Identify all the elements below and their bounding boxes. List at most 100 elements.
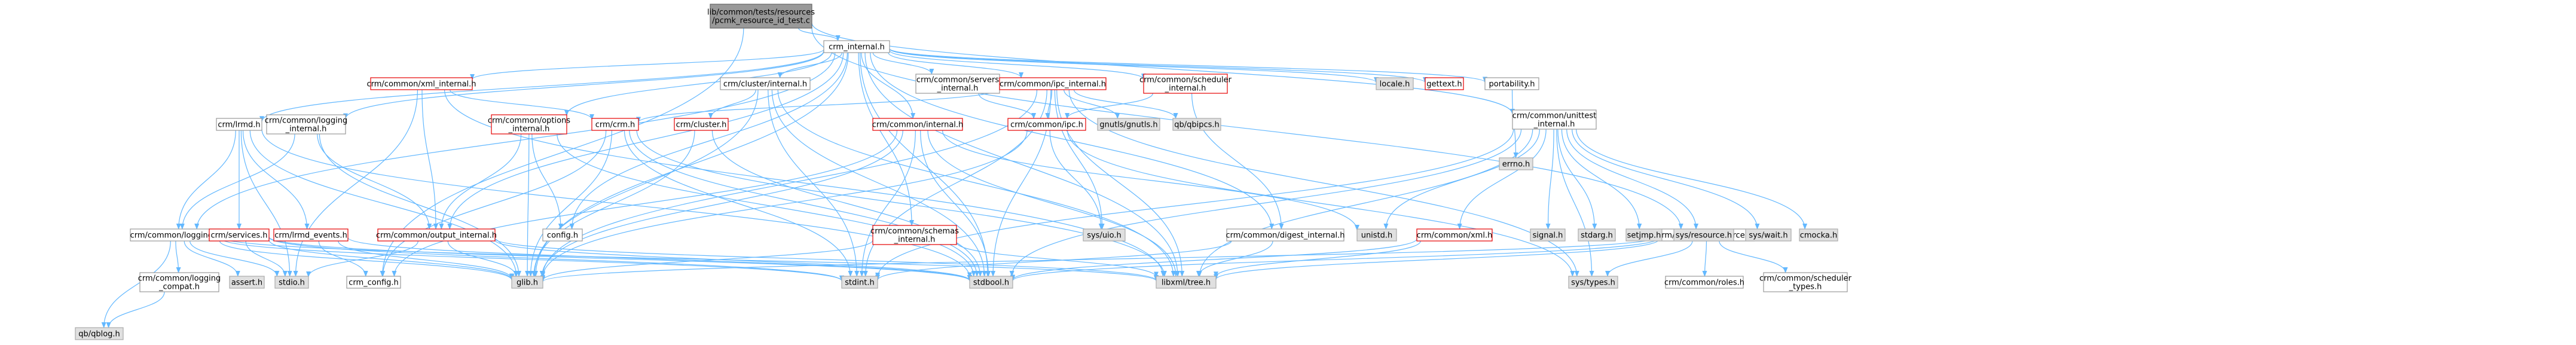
- node-libxml: libxml/tree.h: [1156, 276, 1217, 289]
- edge-crm_internal-to-logging_internal: [343, 51, 824, 120]
- node-label: crm/lrmd_events.h: [274, 231, 347, 240]
- node-ipc-h[interactable]: crm/common/ipc.h: [1007, 118, 1086, 131]
- node-scheduler-types[interactable]: crm/common/scheduler_types.h: [1759, 272, 1852, 292]
- edge-ipc_internal-to-sys_uio: [1054, 89, 1105, 230]
- node-label: crm/common/servers: [916, 76, 999, 85]
- edge-ipc_h-to-sys_uio: [1049, 130, 1104, 230]
- edge-output_internal-to-stdbool: [494, 239, 972, 281]
- node-label: crm/common/options: [488, 117, 570, 126]
- node-setjmp: setjmp.h: [1625, 228, 1663, 242]
- node-config-h[interactable]: config.h: [542, 228, 583, 242]
- node-logging-compat[interactable]: crm/common/logging_compat.h: [138, 272, 221, 292]
- edge-lrmd-to-stdbool: [261, 129, 972, 279]
- node-options-internal[interactable]: crm/common/options_internal.h: [488, 114, 570, 135]
- edge-crm_internal-to-portability: [889, 48, 1487, 83]
- edge-logging_internal-to-logging_h: [179, 133, 295, 230]
- node-glib: glib.h: [511, 276, 543, 289]
- node-scheduler-internal[interactable]: crm/common/scheduler_internal.h: [1139, 74, 1232, 94]
- node-lrmd[interactable]: crm/lrmd.h: [216, 118, 262, 131]
- edge-crm_internal-to-common_internal: [861, 52, 916, 119]
- node-unistd: unistd.h: [1356, 228, 1397, 242]
- node-label: stdarg.h: [1581, 231, 1613, 240]
- node-label: crm/common/scheduler: [1139, 76, 1232, 85]
- edge-ipc_internal-to-gnutls: [1064, 89, 1120, 119]
- node-cmocka: cmocka.h: [1799, 228, 1838, 242]
- node-schemas-internal[interactable]: crm/common/schemas_internal.h: [870, 225, 959, 245]
- edge-ipc_internal-to-sys_types: [1068, 89, 1579, 277]
- edge-xml_internal-to-crm_h: [450, 89, 594, 120]
- node-locale: locale.h: [1376, 77, 1414, 90]
- node-label: locale.h: [1380, 80, 1410, 89]
- edge-resources-to-scheduler_types: [1719, 240, 1788, 273]
- node-label: crm/common/logging: [138, 274, 221, 283]
- node-label: crm/common/ipc.h: [1010, 121, 1083, 130]
- node-label: crm/common/roles.h: [1664, 279, 1744, 288]
- node-lrmd-events[interactable]: crm/lrmd_events.h: [273, 228, 349, 242]
- edge-resources-to-stdbool: [1010, 237, 1660, 282]
- node-servers-internal[interactable]: crm/common/servers_internal.h: [915, 74, 1000, 94]
- edge-cluster_h-to-stdbool: [711, 130, 983, 277]
- edge-xml_h-to-stdbool: [1010, 239, 1417, 281]
- edge-services_h-to-glib: [268, 239, 514, 280]
- node-common-internal[interactable]: crm/common/internal.h: [872, 118, 964, 131]
- edge-crm_internal-to-cluster_internal: [777, 52, 842, 78]
- node-label: crm/services.h: [210, 231, 267, 240]
- node-unittest-internal[interactable]: crm/common/unittest_internal.h: [1512, 109, 1597, 130]
- node-crm-h[interactable]: crm/crm.h: [591, 118, 639, 131]
- edge-cluster_internal-to-libxml: [777, 89, 1176, 277]
- node-label: portability.h: [1489, 80, 1535, 89]
- node-services-h[interactable]: crm/services.h: [209, 228, 270, 242]
- node-label: crm/lrmd.h: [218, 121, 260, 130]
- node-cluster-internal[interactable]: crm/cluster/internal.h: [720, 77, 811, 90]
- edge-crm_h-to-libxml: [636, 130, 1167, 277]
- edge-unittest_internal-to-xml_h: [1457, 129, 1547, 230]
- node-label: sys/uio.h: [1087, 231, 1122, 240]
- node-label: stdint.h: [845, 279, 874, 288]
- edge-logging_compat-to-qblog: [106, 291, 165, 328]
- node-logging-internal[interactable]: crm/common/logging_internal.h: [265, 114, 347, 135]
- edge-ipc_internal-to-qbipcs: [1073, 89, 1178, 119]
- node-label: crm/common/logging: [265, 117, 347, 126]
- edge-unittest_internal-to-libxml: [1197, 129, 1533, 277]
- node-roles[interactable]: crm/common/roles.h: [1664, 276, 1744, 289]
- node-portability[interactable]: portability.h: [1484, 77, 1539, 90]
- edge-crm_h-to-crm_config: [380, 130, 607, 277]
- edge-lrmd-to-logging_h: [176, 130, 236, 230]
- node-digest-internal[interactable]: crm/common/digest_internal.h: [1226, 228, 1345, 242]
- edge-schemas_internal-to-libxml: [956, 242, 1159, 278]
- edge-unittest_internal-to-sys_wait: [1572, 129, 1760, 230]
- edge-common_internal-to-unistd: [942, 130, 1359, 231]
- edge-options_internal-to-stdbool: [557, 133, 976, 277]
- node-xml-h[interactable]: crm/common/xml.h: [1416, 228, 1493, 242]
- edge-output_internal-to-glib: [447, 240, 518, 277]
- node-stdbool: stdbool.h: [969, 276, 1013, 289]
- node-stdarg: stdarg.h: [1578, 228, 1616, 242]
- edge-xml_internal-to-stdio: [293, 89, 418, 277]
- edge-logging_h-to-assert: [184, 240, 240, 277]
- edge-unittest_internal-to-stdbool: [1009, 129, 1522, 277]
- node-output-internal[interactable]: crm/common/output_internal.h: [376, 228, 497, 242]
- edge-unittest_internal-to-sys_resource: [1566, 129, 1699, 230]
- node-label: crm/common/output_internal.h: [376, 231, 497, 240]
- node-ipc-internal[interactable]: crm/common/ipc_internal.h: [999, 77, 1107, 90]
- edge-lrmd_events-to-stdbool: [347, 237, 972, 282]
- node-cluster-h[interactable]: crm/cluster.h: [674, 118, 729, 131]
- edge-crm_internal-to-servers_internal: [872, 52, 934, 75]
- edge-ipc_internal-to-crm_h: [636, 88, 1000, 123]
- node-crm-internal[interactable]: crm_internal.h: [823, 40, 890, 53]
- node-label: crm_internal.h: [829, 43, 885, 52]
- node-label: errno.h: [1502, 160, 1530, 169]
- edge-common_internal-to-crm_config: [392, 130, 898, 277]
- node-label: crm/common/ipc_internal.h: [1000, 80, 1106, 89]
- edge-services_h-to-stdbool: [268, 236, 972, 282]
- node-xml-internal[interactable]: crm/common/xml_internal.h: [366, 77, 476, 90]
- node-crm-config[interactable]: crm_config.h: [346, 276, 401, 289]
- edge-crm_internal-to-ipc_internal: [888, 52, 1024, 78]
- node-gettext[interactable]: gettext.h: [1425, 77, 1464, 90]
- edge-xml_h-to-libxml: [1214, 240, 1421, 278]
- edge-scheduler_internal-to-ipc_h: [1065, 93, 1154, 119]
- edge-resources-to-libxml: [1214, 239, 1660, 280]
- edge-logging_h-to-libxml: [219, 237, 1159, 282]
- node-logging-h[interactable]: crm/common/logging.h: [130, 228, 221, 242]
